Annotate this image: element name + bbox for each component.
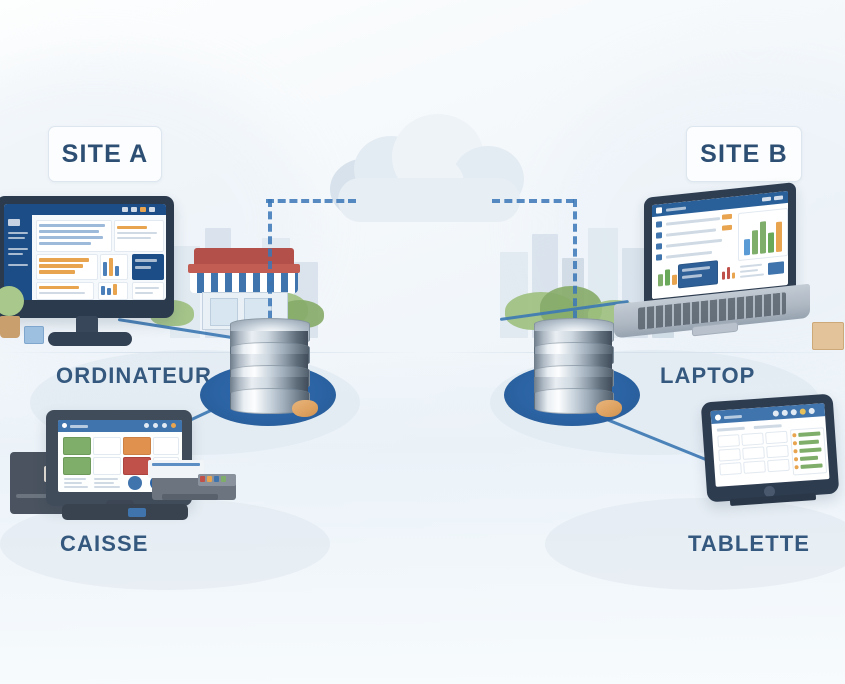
caption-laptop: LAPTOP [660, 363, 755, 389]
dashed-link-right-horizontal [492, 199, 574, 203]
pos-terminal[interactable] [2, 404, 238, 520]
caption-ordinateur: ORDINATEUR [56, 363, 212, 389]
caption-caisse: CAISSE [60, 531, 149, 557]
box-decoration-right [812, 322, 844, 350]
tablet-device[interactable] [700, 393, 845, 510]
tablet-home-button[interactable] [764, 486, 775, 497]
desktop-computer[interactable] [0, 196, 186, 346]
box-decoration-left [24, 326, 44, 344]
caption-caisse-text: CAISSE [60, 531, 149, 556]
dashed-link-left-vertical [268, 199, 272, 331]
caption-tablette: TABLETTE [688, 531, 810, 557]
database-icon-site-a[interactable] [196, 318, 342, 428]
plant-decoration [0, 286, 24, 316]
dashed-link-left-horizontal [266, 199, 356, 203]
site-badge-a-label: SITE A [61, 139, 149, 168]
crumb-right [596, 400, 622, 417]
site-badge-a[interactable]: SITE A [48, 126, 162, 182]
ground-ellipse-right-low [545, 498, 845, 590]
caption-tablette-text: TABLETTE [688, 531, 811, 556]
site-badge-b-label: SITE B [700, 139, 788, 168]
caption-ordinateur-text: ORDINATEUR [56, 363, 213, 388]
cloud-icon [330, 112, 530, 230]
crumb-left [292, 400, 318, 417]
site-badge-b[interactable]: SITE B [686, 126, 802, 182]
database-icon-site-b[interactable] [500, 318, 646, 428]
plant-pot [0, 316, 20, 338]
dashed-link-right-vertical [573, 199, 577, 331]
caption-laptop-text: LAPTOP [660, 363, 756, 388]
